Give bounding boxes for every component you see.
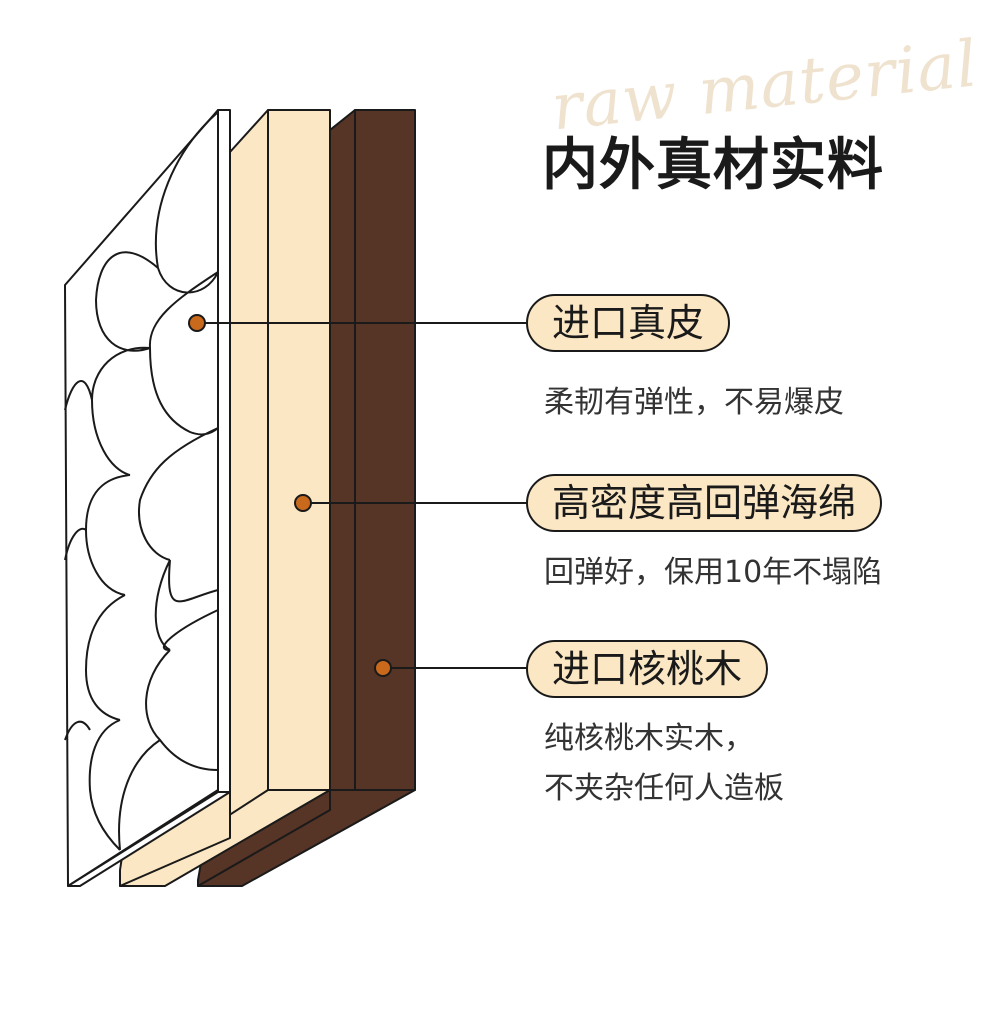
leather-layer [64,109,231,887]
marker-dots [188,314,392,677]
page-title: 内外真材实料 [542,133,884,198]
walnut-front-face [354,109,416,791]
foam-side-face [229,109,269,839]
foam-front-face [267,109,331,791]
marker-dot-wood [374,659,392,677]
label-wood: 进口核桃木 [526,640,769,698]
leather-tufting [64,111,219,851]
desc-wood-line-2: 不夹杂任何人造板 [544,771,784,806]
walnut-side-face [329,109,356,811]
marker-dot-leather [188,314,206,332]
leather-bottom-edge [67,791,231,887]
desc-wood-line-1: 纯核桃木实木， [544,721,754,756]
label-foam: 高密度高回弹海绵 [526,474,883,532]
desc-foam: 回弹好，保用10年不塌陷 [544,555,883,590]
label-leather: 进口真皮 [526,294,731,352]
callout-lines [197,322,528,669]
marker-dot-foam [294,494,312,512]
leather-edge [217,109,231,793]
desc-leather: 柔韧有弹性，不易爆皮 [544,385,844,420]
